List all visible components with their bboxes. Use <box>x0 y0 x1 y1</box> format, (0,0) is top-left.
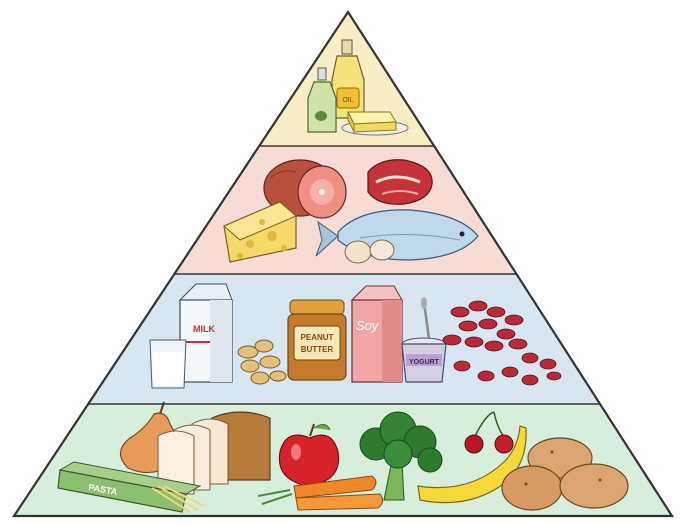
peanut-label: PEANUT <box>301 333 334 342</box>
soy-label: Soy <box>356 318 380 333</box>
oil-label: OIL <box>342 97 353 104</box>
steak <box>368 160 432 205</box>
milk-label: MILK <box>193 324 215 334</box>
soy-carton: Soy <box>352 286 402 382</box>
milk-carton: MILK <box>180 284 232 382</box>
tier-meat-fish-cheese <box>0 146 686 274</box>
yogurt-label: YOGURT <box>409 359 440 366</box>
peanut-butter-jar: PEANUT BUTTER <box>288 300 346 380</box>
butter-label: BUTTER <box>301 345 334 354</box>
milk-glass <box>150 340 186 388</box>
